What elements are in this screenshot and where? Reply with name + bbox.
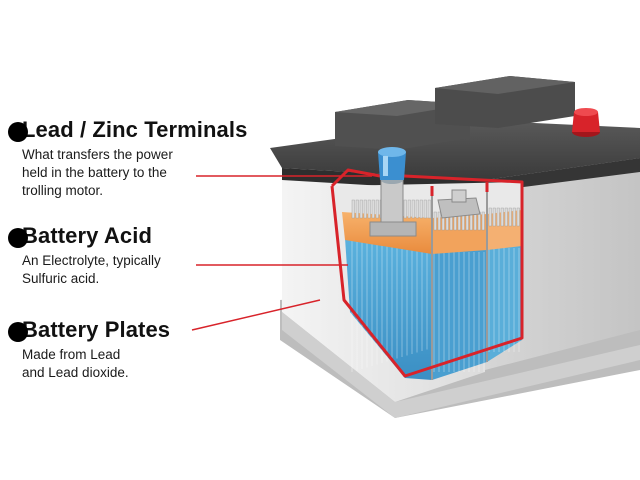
bullet-marker xyxy=(8,228,28,248)
plate-strap xyxy=(375,199,379,219)
label-description: An Electrolyte, typically Sulfuric acid. xyxy=(22,253,161,286)
label-description: What transfers the power held in the bat… xyxy=(22,147,173,198)
bullet-marker xyxy=(8,322,28,342)
callout-lines xyxy=(191,175,372,331)
plate-strap xyxy=(407,199,411,219)
battery-plates-cells xyxy=(345,236,522,380)
label-title: Battery Plates xyxy=(22,317,171,342)
plate-strap xyxy=(504,207,508,227)
bullet-marker xyxy=(8,122,28,142)
case-side xyxy=(485,150,640,370)
plate-strap xyxy=(367,199,371,219)
plate-strap xyxy=(419,199,423,219)
label-title: Lead / Zinc Terminals xyxy=(22,117,248,142)
label-title: Battery Acid xyxy=(22,223,152,248)
plate-strap xyxy=(437,211,441,231)
plate-strap xyxy=(488,207,492,227)
lid-side-edge xyxy=(485,158,640,192)
label-battery-plates: Battery Plates Made from Lead and Lead d… xyxy=(8,317,171,382)
plate-strap xyxy=(427,199,431,219)
lid-top xyxy=(270,120,640,180)
plate-strap xyxy=(492,207,496,227)
plate-strap xyxy=(403,199,407,219)
label-battery-acid: Battery Acid An Electrolyte, typically S… xyxy=(8,223,161,288)
label-lead-zinc-terminals: Lead / Zinc Terminals What transfers the… xyxy=(8,117,248,200)
cell-dividers xyxy=(431,192,488,380)
cutaway-outline xyxy=(330,168,524,378)
battery-case xyxy=(270,76,640,418)
plate-strap xyxy=(355,199,359,219)
case-bottom-lip xyxy=(282,312,640,418)
cell-connector-bridge xyxy=(437,189,481,219)
lead-zinc-terminal-post xyxy=(369,147,417,237)
label-description: Made from Lead and Lead dioxide. xyxy=(22,347,129,380)
plate-connector-strips xyxy=(351,199,520,231)
plate-strap xyxy=(363,199,367,219)
plate-strap xyxy=(411,199,415,219)
plate-strap xyxy=(496,207,500,227)
plate-strap xyxy=(508,207,512,227)
plate-strap xyxy=(433,211,437,231)
plate-strap xyxy=(477,211,481,231)
plate-strap xyxy=(351,199,355,219)
plate-strap xyxy=(500,207,504,227)
plate-strap xyxy=(423,199,427,219)
plate-texture xyxy=(351,240,520,372)
plate-strap xyxy=(512,207,516,227)
positive-terminal-cap xyxy=(572,108,600,137)
callout-line-plates xyxy=(191,299,321,331)
plate-strap xyxy=(359,199,363,219)
plate-strap xyxy=(516,207,520,227)
plate-strap xyxy=(481,211,485,231)
lid-block-right-top xyxy=(435,76,575,94)
plate-strap xyxy=(415,199,419,219)
plate-strap xyxy=(371,199,375,219)
